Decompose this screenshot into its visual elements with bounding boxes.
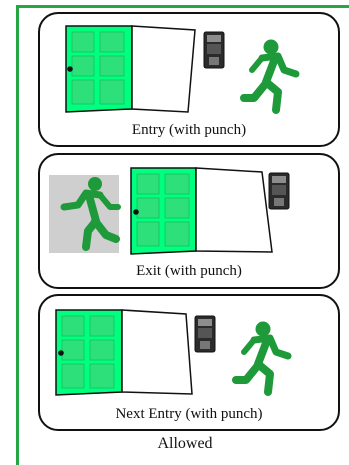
next-entry-panel: Next Entry (with punch) <box>38 294 340 431</box>
door-icon <box>66 26 195 112</box>
entry-caption: Entry (with punch) <box>40 122 338 139</box>
allowed-label: Allowed <box>60 435 310 453</box>
next-entry-caption: Next Entry (with punch) <box>40 406 338 423</box>
entry-panel: Entry (with punch) <box>38 12 340 147</box>
exit-runner-icon <box>49 175 119 253</box>
door-icon <box>56 310 192 395</box>
punch-device-icon <box>195 316 215 352</box>
exit-runner-icon <box>236 322 288 393</box>
exit-runner-icon <box>244 40 296 111</box>
door-icon <box>131 168 272 254</box>
exit-caption: Exit (with punch) <box>40 263 338 280</box>
punch-device-icon <box>269 173 289 209</box>
punch-device-icon <box>204 32 224 68</box>
exit-panel: Exit (with punch) <box>38 153 340 289</box>
